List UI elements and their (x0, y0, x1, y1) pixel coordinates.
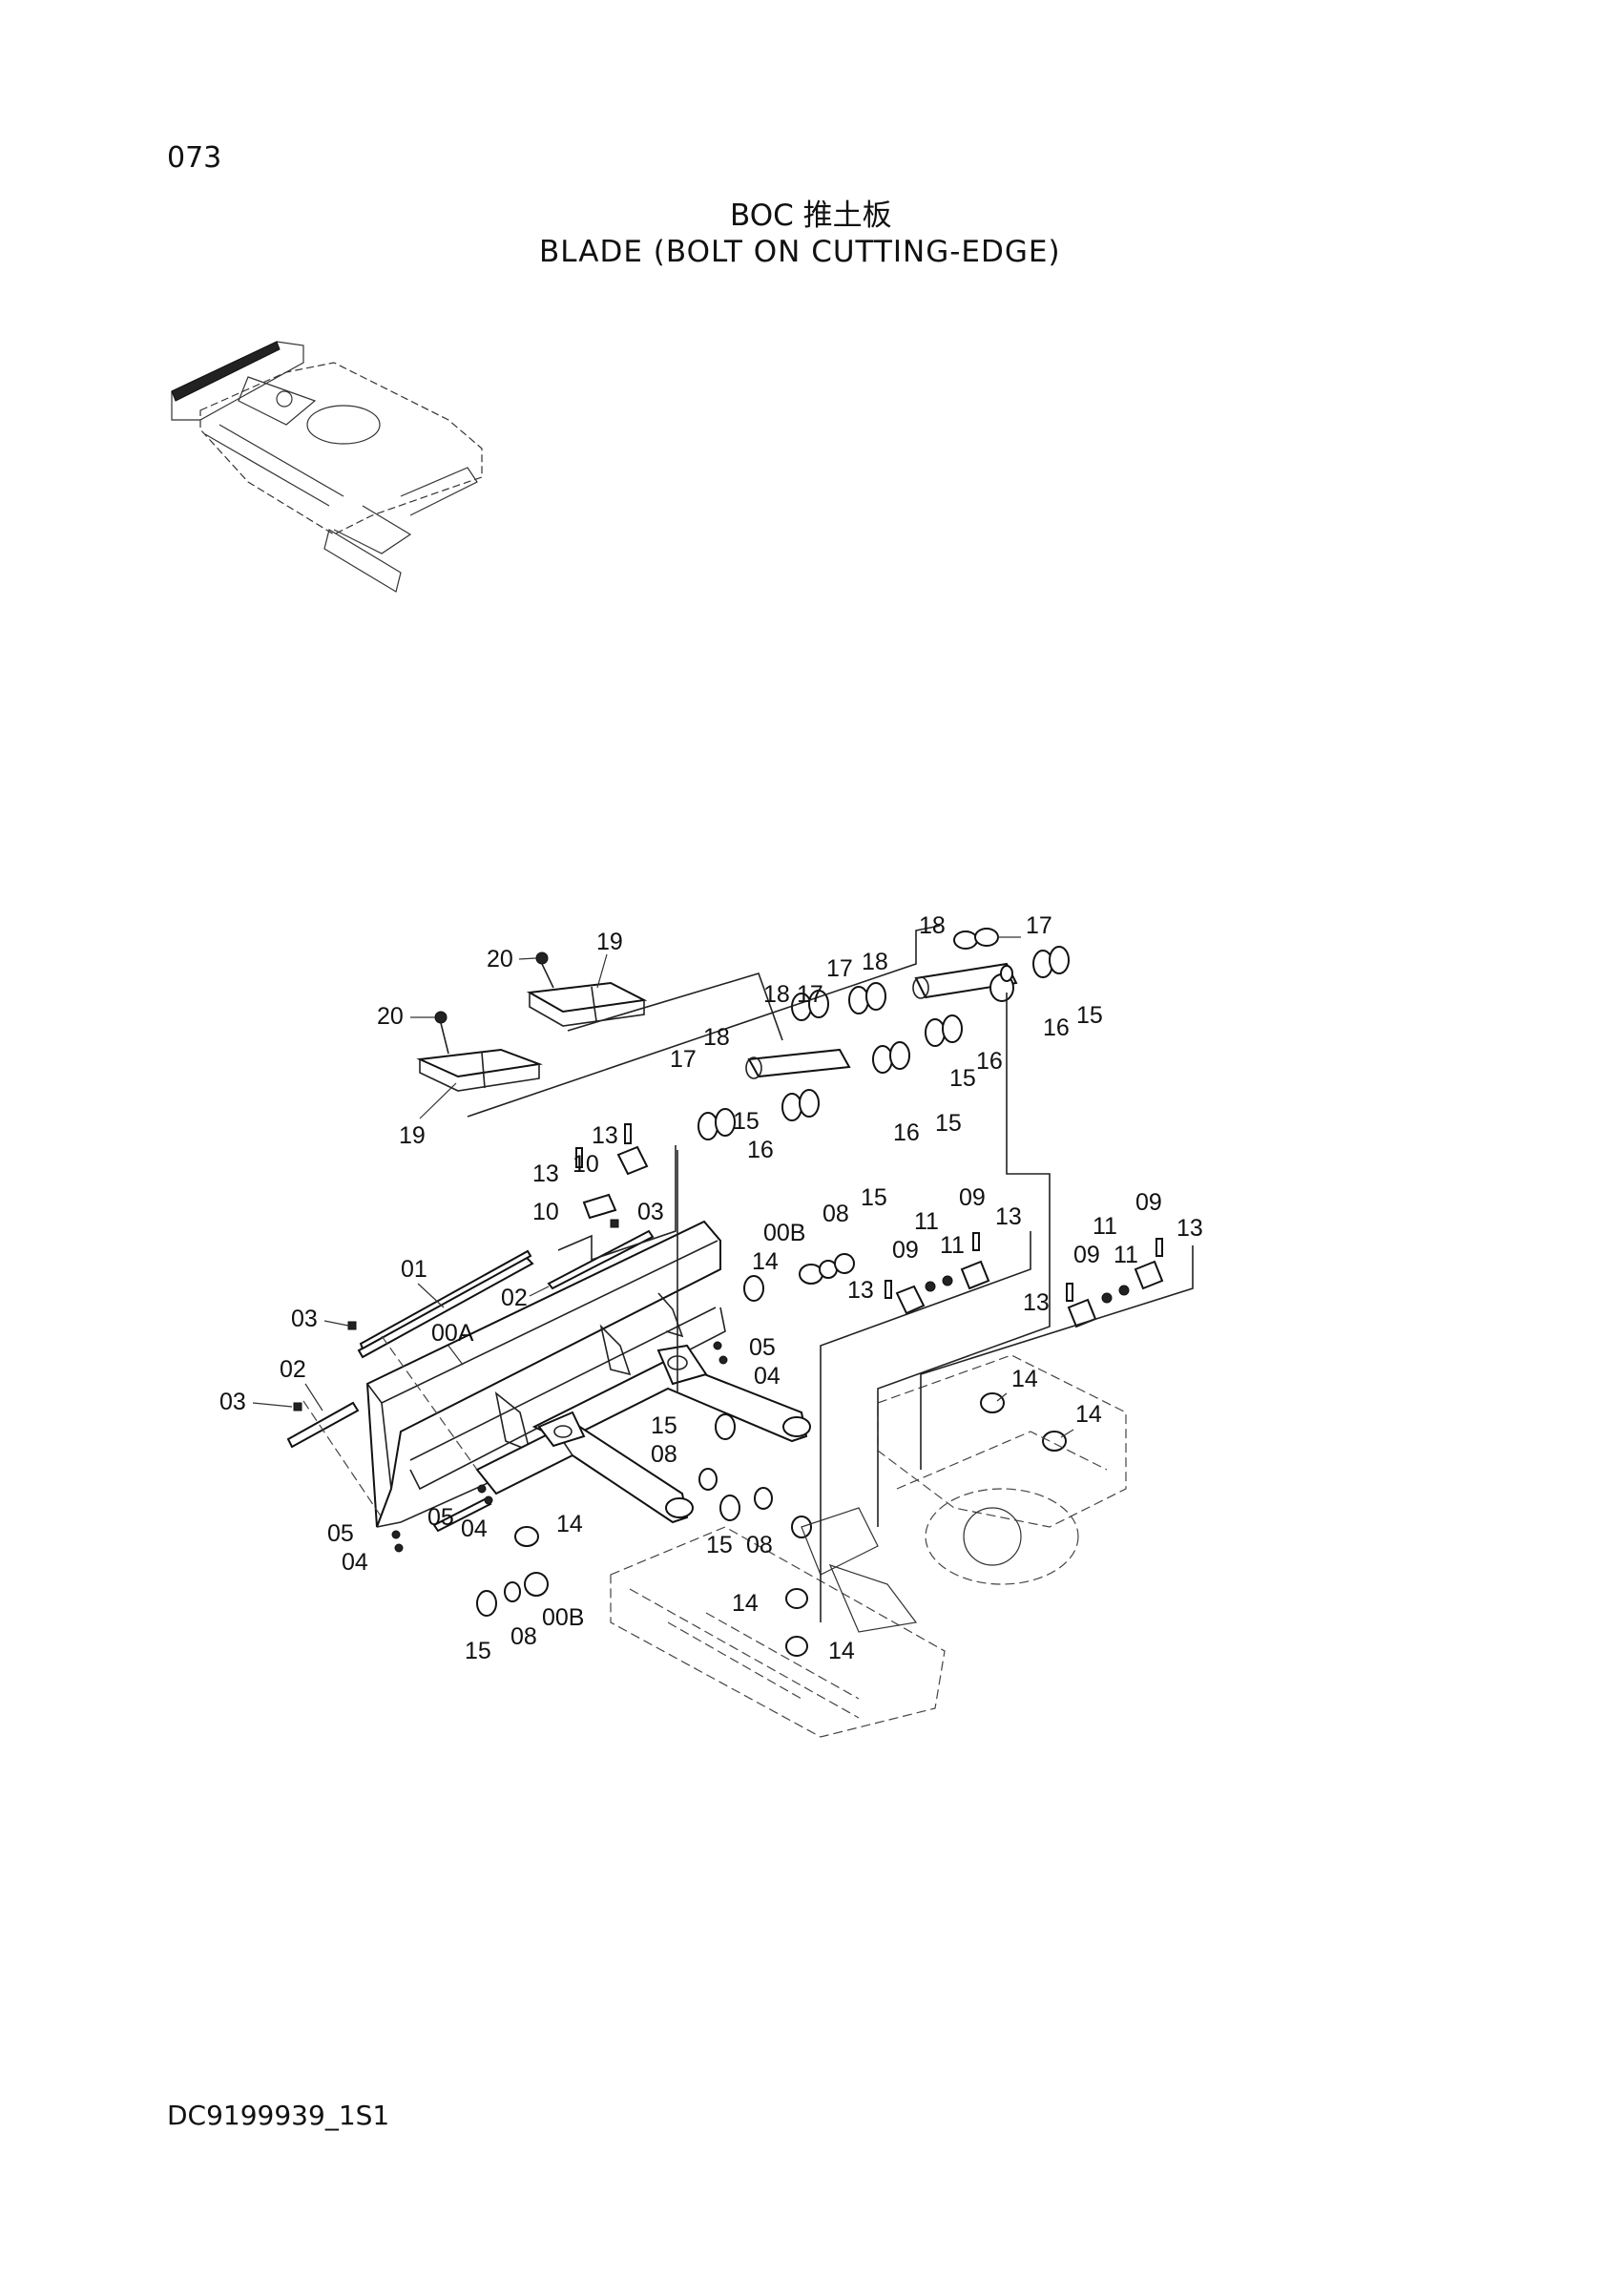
callout-13: 13 (1023, 1289, 1050, 1316)
page-number: 073 (167, 141, 222, 175)
callout-01: 01 (401, 1256, 427, 1283)
callout-15: 15 (706, 1532, 733, 1558)
callout-17: 17 (670, 1046, 697, 1073)
callout-15: 15 (949, 1065, 976, 1092)
callout-20: 20 (377, 1003, 404, 1030)
title-chinese: BOC 推土板 (730, 199, 892, 233)
thumbnail-machine (171, 341, 483, 593)
callout-08: 08 (651, 1441, 677, 1468)
callout-14: 14 (828, 1638, 855, 1664)
callout-17: 17 (797, 981, 823, 1008)
callout-20: 20 (487, 946, 513, 972)
callout-18: 18 (763, 981, 790, 1008)
callout-13: 13 (995, 1203, 1022, 1230)
callout-03: 03 (637, 1199, 664, 1225)
callout-08: 08 (822, 1201, 849, 1227)
callout-02: 02 (280, 1356, 306, 1383)
callout-14: 14 (1011, 1366, 1038, 1392)
callout-14: 14 (732, 1590, 759, 1617)
pins-left (575, 1123, 649, 1220)
cutting-edges (286, 1229, 655, 1533)
callout-11: 11 (940, 1232, 965, 1259)
callout-19: 19 (596, 929, 623, 955)
callout-17: 17 (1026, 912, 1052, 939)
callout-09: 09 (1073, 1242, 1100, 1268)
callout-11: 11 (1114, 1242, 1138, 1268)
callout-11: 11 (914, 1208, 939, 1235)
callout-10: 10 (532, 1199, 559, 1225)
callout-11: 11 (1093, 1213, 1117, 1240)
callout-16: 16 (893, 1119, 920, 1146)
callout-09: 09 (1135, 1189, 1162, 1216)
cover-plates (416, 951, 648, 1092)
callout-19: 19 (399, 1122, 426, 1149)
callout-08: 08 (510, 1623, 537, 1650)
callout-16: 16 (747, 1137, 774, 1163)
bolts-nuts (293, 1219, 728, 1553)
callout-18: 18 (919, 912, 946, 939)
callout-labels: 20 19 20 19 18 17 17 18 18 17 17 18 16 1… (219, 912, 1203, 1664)
callout-05: 05 (427, 1504, 454, 1531)
callout-15: 15 (465, 1638, 491, 1664)
callout-17: 17 (826, 955, 853, 982)
callout-15: 15 (935, 1110, 962, 1137)
callout-16: 16 (976, 1048, 1003, 1075)
callout-04: 04 (754, 1363, 781, 1390)
callout-08: 08 (746, 1532, 773, 1558)
drawing-code: DC9199939_1S1 (167, 2100, 390, 2131)
callout-13: 13 (592, 1122, 618, 1149)
callout-14: 14 (556, 1511, 583, 1537)
callout-18: 18 (862, 949, 888, 975)
callout-10: 10 (573, 1151, 599, 1178)
callout-05: 05 (327, 1520, 354, 1547)
title-english: BLADE (BOLT ON CUTTING-EDGE) (539, 235, 1061, 269)
callout-14: 14 (1075, 1401, 1102, 1428)
callout-13: 13 (1176, 1215, 1203, 1242)
callout-16: 16 (1043, 1014, 1070, 1041)
callout-15: 15 (1076, 1002, 1103, 1029)
callout-13: 13 (847, 1277, 874, 1304)
callout-03: 03 (219, 1389, 246, 1415)
callout-13: 13 (532, 1160, 559, 1187)
callout-00A: 00A (431, 1320, 474, 1347)
pins-right (476, 1232, 1164, 1657)
leader-lines (302, 925, 1194, 1622)
callout-15: 15 (651, 1412, 677, 1439)
callout-00B: 00B (542, 1604, 584, 1631)
callout-02: 02 (501, 1285, 528, 1311)
callout-15: 15 (861, 1184, 887, 1211)
callout-04: 04 (461, 1516, 488, 1542)
callout-18: 18 (703, 1024, 730, 1051)
callout-09: 09 (959, 1184, 986, 1211)
callout-05: 05 (749, 1334, 776, 1361)
cylinders-pins (697, 928, 1070, 1140)
callout-15: 15 (733, 1108, 760, 1135)
callout-14: 14 (752, 1248, 779, 1275)
blade-assembly (365, 1220, 811, 1528)
callout-00B: 00B (763, 1220, 805, 1246)
callout-04: 04 (342, 1549, 368, 1576)
callout-09: 09 (892, 1237, 919, 1264)
callout-03: 03 (291, 1306, 318, 1332)
undercarriage (610, 1354, 1127, 1738)
